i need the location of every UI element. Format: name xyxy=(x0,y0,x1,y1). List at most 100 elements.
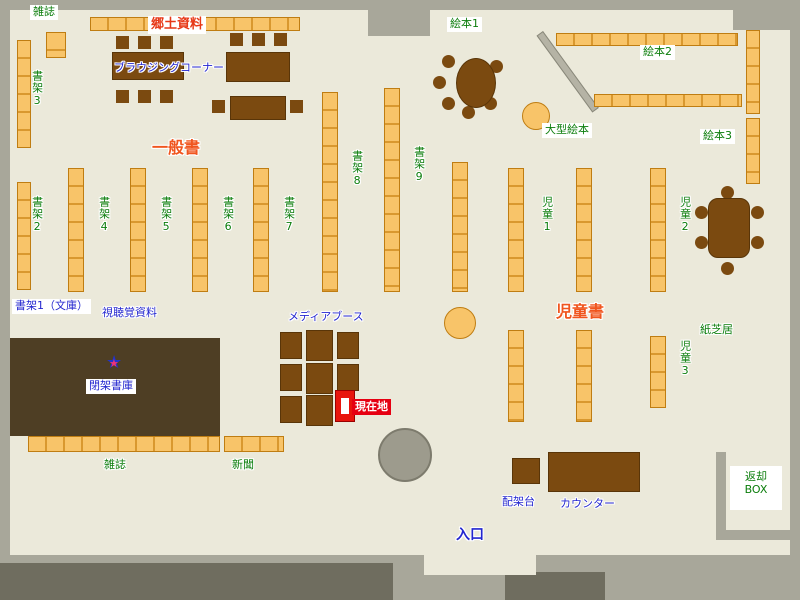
picture-book-table xyxy=(456,58,496,108)
reshelving-stand xyxy=(512,458,540,484)
label-picture-books3: 絵本3 xyxy=(700,129,735,144)
chair xyxy=(116,36,129,49)
wall-left xyxy=(0,0,10,600)
label-you-are-here: 現在地 xyxy=(352,399,391,416)
chair xyxy=(751,236,764,249)
label-entrance: 入口 xyxy=(456,527,484,543)
media-booth-seat xyxy=(337,364,359,391)
label-media-booth: メディアブース xyxy=(288,310,364,323)
browsing-table-1 xyxy=(112,52,184,80)
label-shelf1-bunko: 書架1（文庫） xyxy=(12,299,91,314)
dark-area-bottom-center xyxy=(505,572,605,600)
shelf-jido-lower2 xyxy=(576,330,592,422)
shelf-jido2 xyxy=(650,168,666,292)
media-booth-seat xyxy=(306,395,333,426)
children-reading-table xyxy=(708,198,750,258)
label-kamishibai: 紙芝居 xyxy=(700,323,733,336)
label-shelf4: 書架4 xyxy=(97,196,111,234)
chair xyxy=(160,36,173,49)
chair xyxy=(751,206,764,219)
label-closed-stacks: 閉架書庫 xyxy=(86,379,136,394)
chair xyxy=(695,206,708,219)
chair xyxy=(442,97,455,110)
label-children3: 児童3 xyxy=(678,340,692,378)
label-shelf8: 書架8 xyxy=(350,150,364,188)
shelf-wall-right-lower xyxy=(746,118,760,184)
chair xyxy=(212,100,225,113)
shelf-wall-right-upper xyxy=(746,30,760,114)
chair xyxy=(442,55,455,68)
shelf-jido-lower1 xyxy=(508,330,524,422)
shelf-center-small xyxy=(452,162,468,292)
media-booth-seat xyxy=(337,332,359,359)
chair xyxy=(290,100,303,113)
shelf-shoka3 xyxy=(17,40,31,148)
label-magazine-bottom: 雑誌 xyxy=(104,458,126,471)
label-local-materials: 郷土資料 xyxy=(148,16,207,34)
label-picture-books1: 絵本1 xyxy=(447,17,482,32)
dark-area-bottom-left xyxy=(0,563,393,600)
chair xyxy=(721,186,734,199)
chair xyxy=(138,90,151,103)
shelf-newspaper xyxy=(224,436,284,452)
label-shelf5: 書架5 xyxy=(159,196,173,234)
label-browsing-corner: ブラウジングコーナー xyxy=(114,61,224,74)
media-booth-seat xyxy=(280,364,302,391)
shelf-shoka2 xyxy=(17,182,31,290)
shelf-shoka4 xyxy=(68,168,84,292)
shelf-ehon2-top xyxy=(556,33,738,46)
chair xyxy=(252,33,265,46)
chair xyxy=(274,33,287,46)
return-box-label-line2: BOX xyxy=(744,482,768,496)
label-children1: 児童1 xyxy=(540,196,554,234)
label-shelf7: 書架7 xyxy=(282,196,296,234)
label-large-picture-books: 大型絵本 xyxy=(542,123,592,138)
chair xyxy=(695,236,708,249)
shelf-jido3 xyxy=(650,336,666,408)
shelf-jido1 xyxy=(508,168,524,292)
wall-corner-top-right xyxy=(733,0,800,30)
shelf-shoka5 xyxy=(130,168,146,292)
shelf-magazine-bottom xyxy=(28,436,220,452)
chair xyxy=(116,90,129,103)
label-av-materials: 視聴覚資料 xyxy=(102,306,157,319)
counter-desk xyxy=(548,452,640,492)
shelf-center-round xyxy=(444,307,476,339)
current-location-booth-inner xyxy=(341,398,349,414)
return-box-label-line1: 返却 xyxy=(745,470,767,483)
label-newspaper: 新聞 xyxy=(232,458,254,471)
label-picture-books2: 絵本2 xyxy=(640,45,675,60)
media-booth-seat xyxy=(280,332,302,359)
chair xyxy=(721,262,734,275)
browsing-table-2 xyxy=(226,52,290,82)
media-booth-seat xyxy=(306,330,333,361)
chair xyxy=(160,90,173,103)
wall-returnbox-vertical xyxy=(716,452,726,540)
shelf-shoka6 xyxy=(192,168,208,292)
browsing-table-3 xyxy=(230,96,286,120)
entrance-opening xyxy=(424,547,536,575)
chair xyxy=(462,106,475,119)
star-icon: ★★ xyxy=(106,352,123,373)
media-booth-seat xyxy=(280,396,302,423)
shelf-magazine-rack xyxy=(46,32,66,58)
label-shelf3: 書架3 xyxy=(30,70,44,108)
pillar-round xyxy=(378,428,432,482)
wall-right xyxy=(790,0,800,600)
shelf-ehon3-top xyxy=(594,94,742,107)
chair xyxy=(230,33,243,46)
label-children-books: 児童書 xyxy=(556,302,605,321)
media-booth-seat xyxy=(306,363,333,394)
shelf-large-picture-round xyxy=(522,102,550,130)
label-shelf9: 書架9 xyxy=(412,146,426,184)
chair xyxy=(433,76,446,89)
label-general-books: 一般書 xyxy=(152,138,201,157)
chair xyxy=(138,36,151,49)
pillar-top xyxy=(368,0,430,36)
shelf-shoka8 xyxy=(322,92,338,292)
label-magazine-top: 雑誌 xyxy=(30,5,58,20)
return-box: 返却 BOX xyxy=(730,466,782,510)
label-shelf6: 書架6 xyxy=(221,196,235,234)
wall-returnbox-horizontal xyxy=(716,530,792,540)
